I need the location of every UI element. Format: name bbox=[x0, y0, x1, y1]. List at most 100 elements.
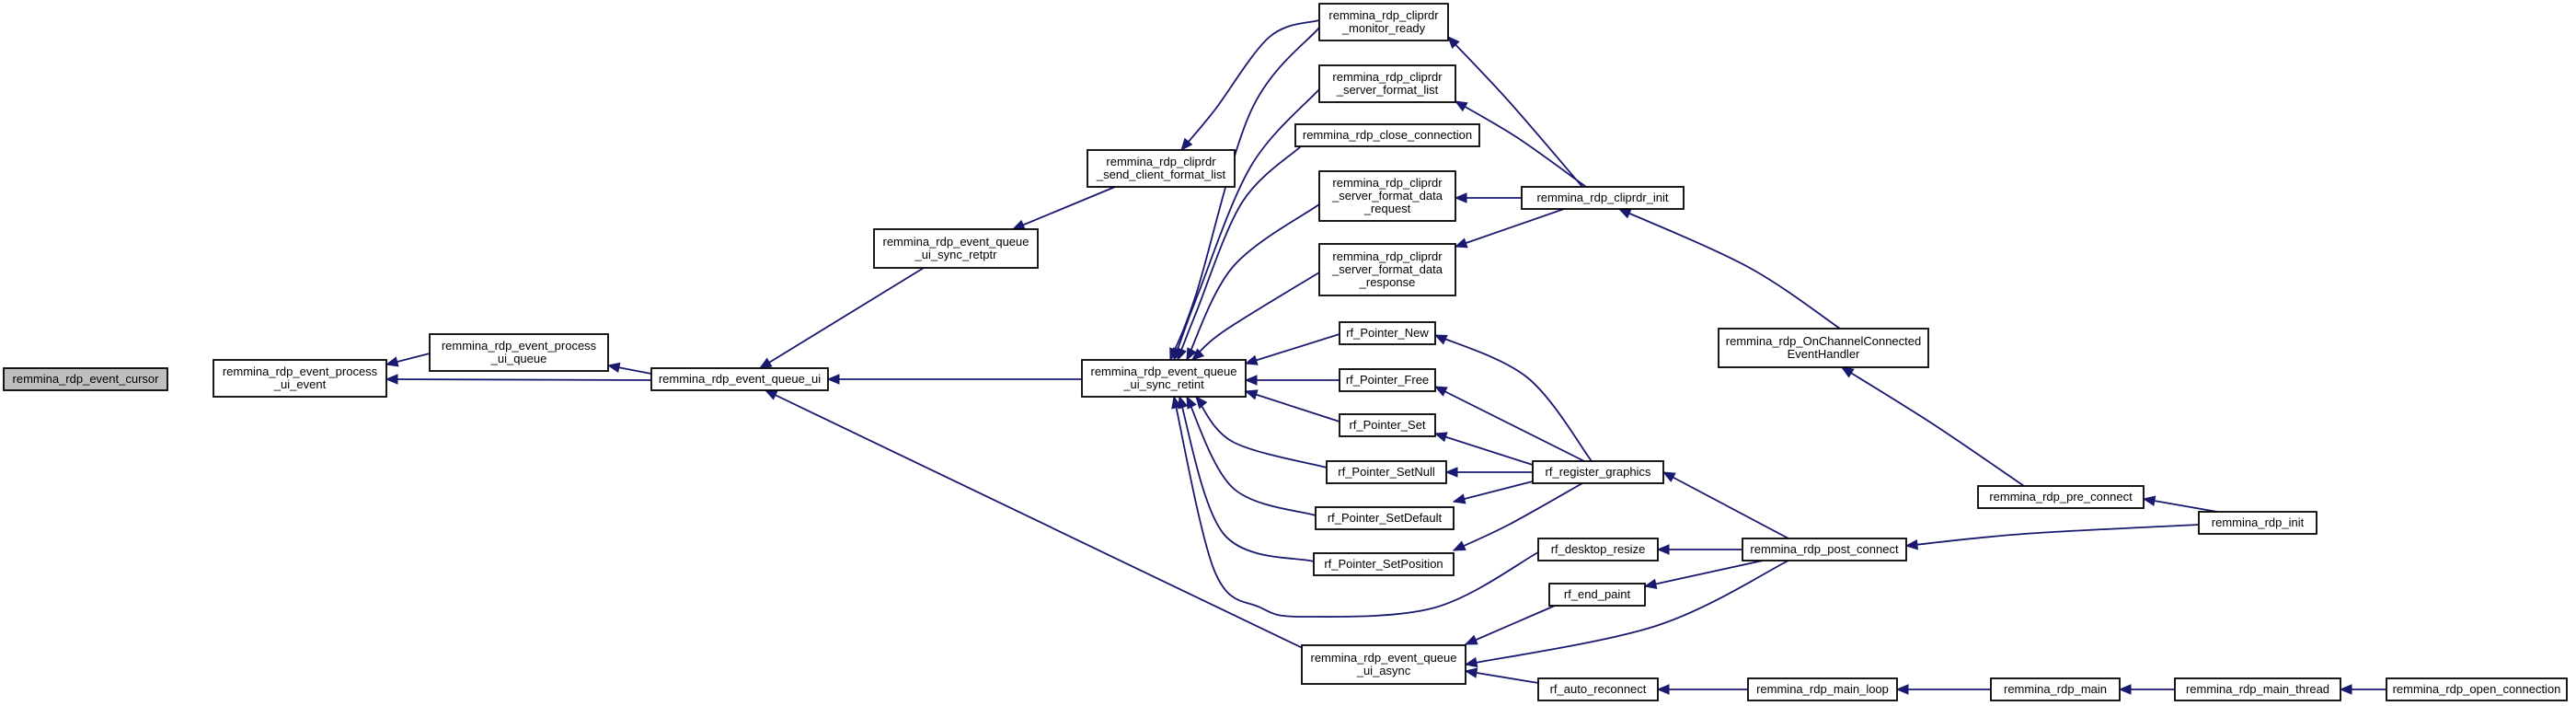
node-n27[interactable]: remmina_rdp_pre_connect bbox=[1977, 485, 2145, 509]
edge-arrowhead bbox=[1244, 389, 1259, 400]
node-box bbox=[1537, 677, 1659, 701]
edge-n22-to-n9 bbox=[1454, 100, 1587, 188]
node-label: remmina_rdp_event_queue bbox=[883, 235, 1029, 249]
edge-arrowhead bbox=[1454, 237, 1468, 249]
edge-n5-to-n4 bbox=[1011, 186, 1116, 230]
node-n2[interactable]: remmina_rdp_event_process_ui_queue bbox=[429, 333, 609, 372]
node-box bbox=[1532, 460, 1664, 484]
node-label: rf_register_graphics bbox=[1546, 465, 1651, 479]
node-n7[interactable]: remmina_rdp_event_queue_ui_async bbox=[1301, 644, 1466, 685]
edge-n19-to-n6 bbox=[1171, 395, 1539, 618]
node-n0[interactable]: remmina_rdp_event_cursor bbox=[3, 367, 168, 391]
node-label: remmina_rdp_init bbox=[2212, 515, 2305, 529]
node-n1[interactable]: remmina_rdp_event_process_ui_event bbox=[213, 359, 387, 398]
node-n25[interactable]: remmina_rdp_main_loop bbox=[1747, 677, 1898, 701]
node-n21[interactable]: rf_auto_reconnect bbox=[1537, 677, 1659, 701]
edge-n3-to-n1 bbox=[385, 374, 652, 385]
node-n14[interactable]: rf_Pointer_Free bbox=[1339, 368, 1436, 392]
node-n11[interactable]: remmina_rdp_cliprdr_server_format_data_r… bbox=[1318, 170, 1456, 222]
node-n3[interactable]: remmina_rdp_event_queue_ui bbox=[650, 367, 829, 391]
edge-n26-to-n22 bbox=[1617, 208, 1841, 330]
node-label: remmina_rdp_event_process bbox=[223, 365, 378, 378]
node-n9[interactable]: remmina_rdp_cliprdr_server_format_list bbox=[1318, 64, 1456, 103]
edge-n11-to-n6 bbox=[1186, 203, 1320, 362]
edge-arrowhead bbox=[758, 357, 773, 369]
edge-n23-to-n15 bbox=[1433, 432, 1534, 466]
node-box bbox=[3, 367, 168, 391]
node-label: remmina_rdp_close_connection bbox=[1303, 128, 1472, 142]
edge-arrowhead bbox=[1454, 100, 1468, 112]
node-box bbox=[213, 359, 387, 398]
node-n30[interactable]: remmina_rdp_main_thread bbox=[2174, 677, 2341, 701]
edge-arrowhead bbox=[2118, 684, 2132, 695]
edge-n8-to-n5 bbox=[1180, 19, 1320, 151]
edge-arrowhead bbox=[1444, 467, 1458, 478]
node-n8[interactable]: remmina_rdp_cliprdr_monitor_ready bbox=[1318, 3, 1449, 41]
edge-n24-to-n20 bbox=[1643, 560, 1764, 589]
node-n20[interactable]: rf_end_paint bbox=[1548, 583, 1646, 607]
node-n10[interactable]: remmina_rdp_close_connection bbox=[1294, 123, 1480, 147]
node-box bbox=[2198, 511, 2317, 535]
node-box bbox=[1537, 538, 1659, 561]
edge-arrowhead bbox=[1244, 375, 1258, 386]
edge-line bbox=[1465, 560, 1789, 665]
edge-line bbox=[385, 378, 652, 381]
edge-arrowhead bbox=[1191, 348, 1205, 361]
edge-line bbox=[1434, 386, 1585, 462]
edge-line bbox=[1179, 396, 1315, 562]
node-n17[interactable]: rf_Pointer_SetDefault bbox=[1315, 506, 1455, 530]
edge-arrowhead bbox=[2339, 684, 2352, 695]
node-n29[interactable]: remmina_rdp_init bbox=[2198, 511, 2317, 535]
edge-line bbox=[765, 389, 1311, 653]
node-n22[interactable]: remmina_rdp_cliprdr_init bbox=[1521, 186, 1685, 210]
edge-n21-to-n7 bbox=[1464, 667, 1539, 684]
node-label: remmina_rdp_main_thread bbox=[2186, 682, 2329, 696]
node-n6[interactable]: remmina_rdp_event_queue_ui_sync_retint bbox=[1081, 359, 1247, 398]
edge-n18-to-n6 bbox=[1178, 395, 1315, 562]
edge-line bbox=[1453, 480, 1537, 503]
edge-n22-to-n8 bbox=[1447, 36, 1583, 188]
edge-line bbox=[1662, 471, 1789, 539]
node-n12[interactable]: remmina_rdp_cliprdr_server_format_data_r… bbox=[1318, 243, 1456, 296]
node-box bbox=[1313, 552, 1455, 576]
node-box bbox=[1315, 506, 1455, 530]
node-box bbox=[1990, 677, 2121, 701]
node-n28[interactable]: remmina_rdp_main bbox=[1990, 677, 2121, 701]
edge-n23-to-n16 bbox=[1444, 467, 1533, 478]
edge-n20-to-n7 bbox=[1464, 605, 1556, 645]
node-n24[interactable]: remmina_rdp_post_connect bbox=[1742, 538, 1907, 561]
node-label: remmina_rdp_cliprdr bbox=[1332, 249, 1443, 263]
edge-n3-to-n2 bbox=[606, 362, 652, 375]
node-n31[interactable]: remmina_rdp_open_connection bbox=[2386, 677, 2568, 701]
node-box bbox=[873, 228, 1039, 269]
edge-arrowhead bbox=[764, 389, 778, 400]
edge-line bbox=[1245, 390, 1340, 422]
node-box bbox=[1548, 583, 1646, 607]
node-label: _server_format_data bbox=[1331, 189, 1443, 203]
node-n26[interactable]: remmina_rdp_OnChannelConnectedEventHandl… bbox=[1718, 328, 1929, 368]
node-label: _response bbox=[1359, 275, 1416, 289]
node-n19[interactable]: rf_desktop_resize bbox=[1537, 538, 1659, 561]
node-n5[interactable]: remmina_rdp_cliprdr_send_client_format_l… bbox=[1087, 149, 1236, 188]
node-n15[interactable]: rf_Pointer_Set bbox=[1339, 413, 1436, 437]
node-box bbox=[1326, 460, 1447, 484]
edge-n31-to-n30 bbox=[2339, 684, 2386, 695]
edge-line bbox=[1447, 36, 1583, 188]
edge-n22-to-n11 bbox=[1454, 192, 1522, 203]
edge-arrowhead bbox=[1452, 493, 1466, 504]
edge-arrowhead bbox=[1433, 432, 1448, 443]
node-label: remmina_rdp_cliprdr bbox=[1328, 8, 1439, 22]
node-label: _ui_queue bbox=[490, 352, 547, 365]
node-label: _server_format_list bbox=[1336, 83, 1439, 97]
node-box bbox=[1339, 368, 1436, 392]
edge-n29-to-n27 bbox=[2142, 495, 2218, 513]
node-n16[interactable]: rf_Pointer_SetNull bbox=[1326, 460, 1447, 484]
edge-arrowhead bbox=[1904, 539, 1919, 550]
node-label: _server_format_data bbox=[1331, 262, 1443, 276]
node-n18[interactable]: rf_Pointer_SetPosition bbox=[1313, 552, 1455, 576]
node-n13[interactable]: rf_Pointer_New bbox=[1339, 321, 1436, 345]
node-n23[interactable]: rf_register_graphics bbox=[1532, 460, 1664, 484]
edge-line bbox=[1169, 27, 1320, 361]
edge-line bbox=[1173, 88, 1320, 361]
node-n4[interactable]: remmina_rdp_event_queue_ui_sync_retptr bbox=[873, 228, 1039, 269]
